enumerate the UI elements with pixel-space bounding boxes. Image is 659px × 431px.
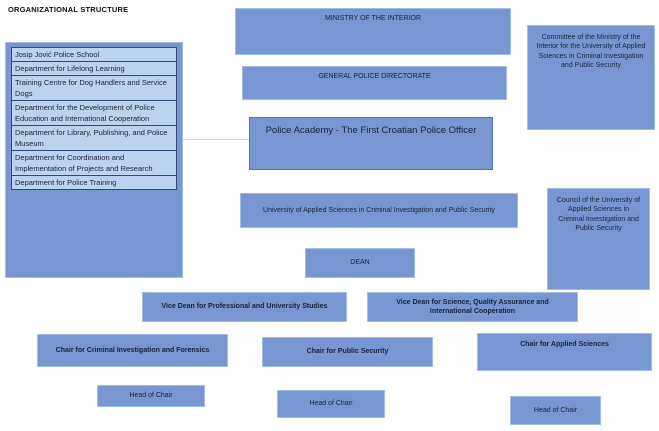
departments-table: Josip Jović Police School Department for… <box>5 42 183 278</box>
table-row: Department for the Development of Police… <box>12 101 176 126</box>
node-label: DEAN <box>350 259 370 267</box>
node-label: Chair for Criminal Investigation and For… <box>55 346 210 354</box>
node-label: University of Applied Sciences in Crimin… <box>263 206 495 214</box>
node-label: Vice Dean for Science, Quality Assurance… <box>396 298 549 315</box>
node-dean: DEAN <box>305 248 415 278</box>
node-head-of-chair-1: Head of Chair <box>97 385 205 407</box>
node-chair-criminal-investigation: Chair for Criminal Investigation and For… <box>37 334 228 367</box>
table-row: Department for Lifelong Learning <box>12 62 176 76</box>
node-head-of-chair-2: Head of Chair <box>277 390 385 418</box>
node-head-of-chair-3: Head of Chair <box>510 396 601 425</box>
connector-line <box>183 139 249 140</box>
departments-table-rows: Josip Jović Police School Department for… <box>11 47 177 190</box>
node-committee: Committee of the Ministry of the Interio… <box>527 25 655 130</box>
node-ministry: MINISTRY OF THE INTERIOR <box>235 8 511 55</box>
table-row: Department for Coordination and Implemen… <box>12 151 176 176</box>
node-chair-applied-sciences: Chair for Applied Sciences <box>477 333 652 371</box>
node-label: Chair for Public Security <box>306 348 389 356</box>
node-council: Council of the University of Applied Sci… <box>547 188 650 290</box>
node-label: Committee of the Ministry of the Interio… <box>536 34 646 70</box>
node-chair-public-security: Chair for Public Security <box>262 337 433 367</box>
node-label: Head of Chair <box>309 400 353 408</box>
table-row: Josip Jović Police School <box>12 48 176 62</box>
node-vice-dean-professional: Vice Dean for Professional and Universit… <box>142 292 347 322</box>
node-label: Head of Chair <box>129 392 173 400</box>
node-label: Head of Chair <box>533 406 578 414</box>
node-label: MINISTRY OF THE INTERIOR <box>324 15 422 22</box>
node-vice-dean-science: Vice Dean for Science, Quality Assurance… <box>367 292 578 322</box>
node-label: Chair for Applied Sciences <box>520 341 609 348</box>
page-title: ORGANIZATIONAL STRUCTURE <box>8 5 129 14</box>
table-row: Department for Police Training <box>12 176 176 189</box>
node-label: Council of the University of Applied Sci… <box>556 197 641 233</box>
node-university: University of Applied Sciences in Crimin… <box>240 193 518 228</box>
node-police-academy: Police Academy - The First Croatian Poli… <box>249 117 493 170</box>
node-label: Police Academy - The First Croatian Poli… <box>265 125 477 136</box>
node-label: Vice Dean for Professional and Universit… <box>161 303 328 311</box>
table-row: Training Centre for Dog Handlers and Ser… <box>12 76 176 101</box>
node-label: GENERAL POLICE DIRECTORATE <box>318 73 431 80</box>
table-row: Department for Library, Publishing, and … <box>12 126 176 151</box>
node-general-police-directorate: GENERAL POLICE DIRECTORATE <box>242 66 507 100</box>
